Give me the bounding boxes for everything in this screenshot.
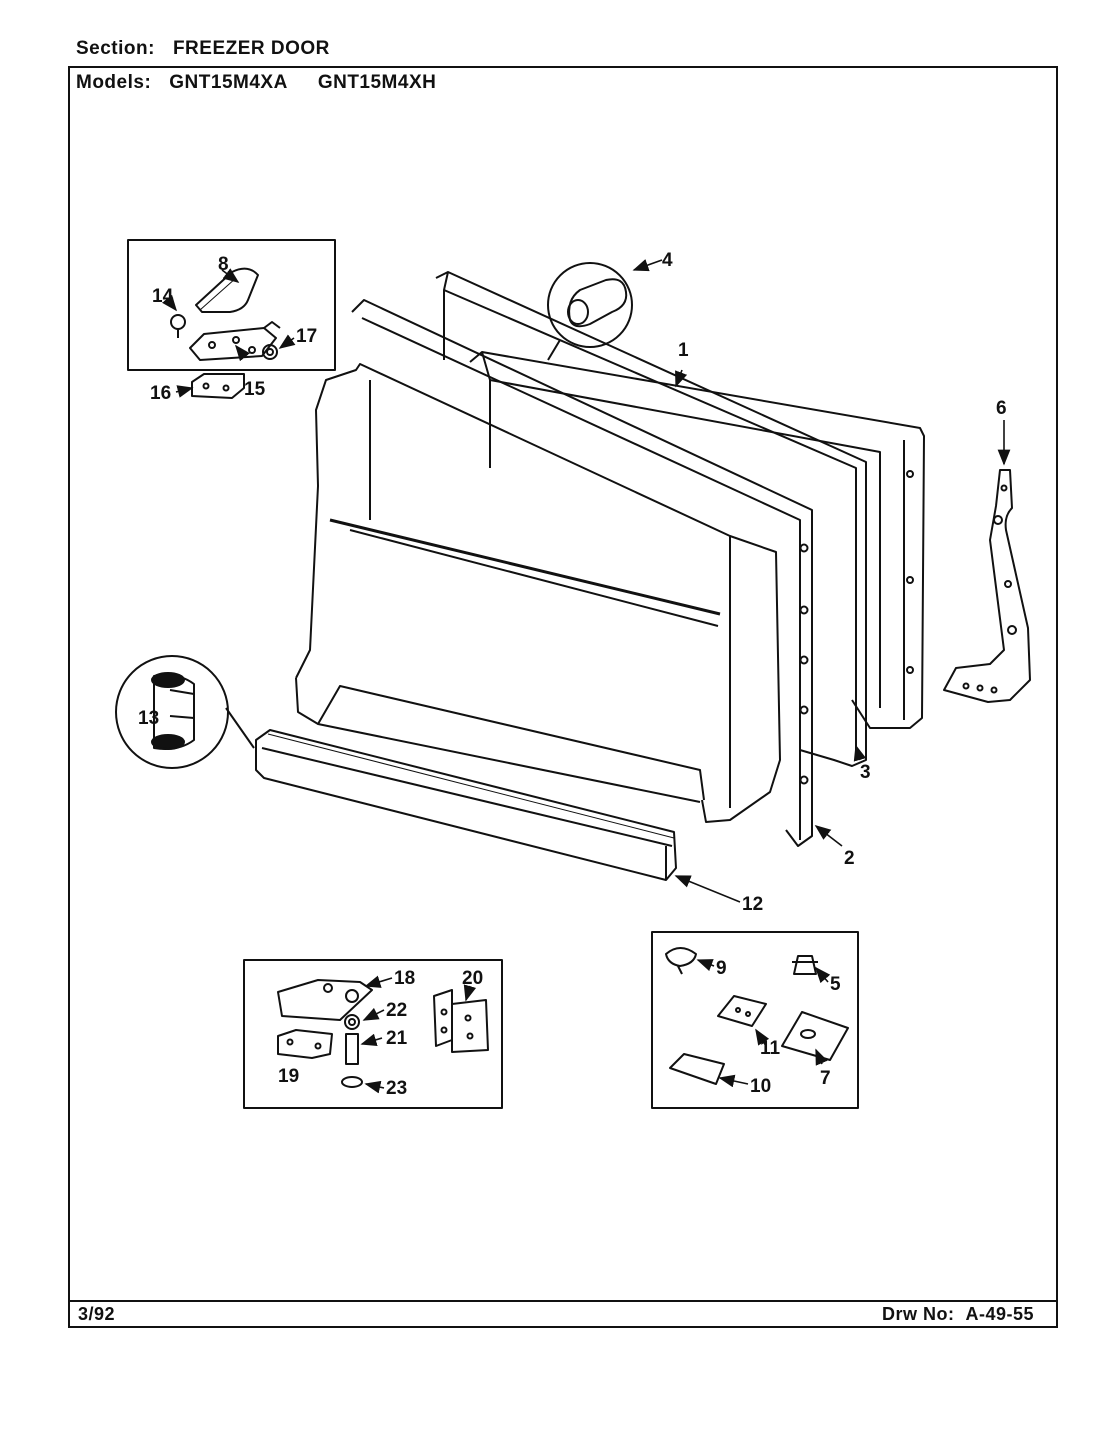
callout-9: 9	[716, 958, 727, 979]
lower-hinge-part	[277, 979, 373, 1021]
drawing-number-value: A-49-55	[965, 1304, 1034, 1324]
callout-16: 16	[150, 383, 171, 404]
hinge-cover-part	[195, 267, 259, 313]
nut-part	[793, 955, 817, 975]
models-label: Models:	[76, 72, 152, 93]
callout-14: 14	[152, 286, 174, 307]
model-number: GNT15M4XH	[317, 72, 437, 93]
fastener-parts-inset	[651, 931, 859, 1109]
callout-13: 13	[138, 708, 159, 729]
callout-22: 22	[386, 1000, 407, 1021]
outer-door-panel	[469, 351, 925, 729]
callout-1: 1	[678, 340, 689, 361]
callout-20: 20	[462, 968, 483, 989]
hinge-spacer-part	[433, 989, 453, 1047]
callout-11: 11	[760, 1038, 781, 1059]
screw-part	[170, 314, 186, 330]
callout-6: 6	[996, 398, 1007, 419]
callout-4: 4	[662, 250, 673, 271]
callout-8: 8	[218, 254, 229, 275]
retainer-part	[669, 1053, 725, 1085]
door-handle-trim	[255, 729, 677, 881]
door-liner	[351, 299, 813, 847]
callout-3: 3	[860, 762, 871, 783]
callout-10: 10	[750, 1076, 771, 1097]
callout-2: 2	[844, 848, 855, 869]
drawing-number: Drw No: A-49-55	[882, 1304, 1034, 1325]
callout-17: 17	[296, 326, 317, 347]
callout-19: 19	[278, 1066, 299, 1087]
shim-part	[191, 373, 245, 399]
clip-cover-part	[781, 1011, 849, 1061]
door-shelf-liner	[315, 363, 781, 823]
callout-5: 5	[830, 974, 841, 995]
callout-7: 7	[820, 1068, 831, 1089]
section-value: FREEZER DOOR	[172, 38, 330, 59]
callout-18: 18	[394, 968, 415, 989]
drawing-date: 3/92	[78, 1304, 116, 1324]
hinge-shim-part	[277, 1029, 333, 1059]
models-header: Models: GNT15M4XA GNT15M4XH	[76, 72, 466, 94]
drawing-frame	[68, 66, 1058, 1328]
section-label: Section:	[76, 38, 155, 59]
hinge-pin-part	[345, 1033, 359, 1065]
clip-part	[717, 995, 767, 1027]
callout-21: 21	[386, 1028, 408, 1049]
footer-divider	[68, 1300, 1058, 1302]
drawing-number-label: Drw No:	[881, 1304, 955, 1324]
hinge-plate-part	[189, 327, 277, 361]
hinge-bracket	[943, 469, 1031, 703]
callout-23: 23	[386, 1078, 407, 1099]
door-stop-magnified	[547, 262, 633, 348]
plug-part	[665, 947, 697, 967]
model-number: GNT15M4XA	[169, 72, 288, 93]
hinge-parts-inset	[127, 239, 336, 371]
washer-part	[262, 344, 278, 360]
lower-hinge-inset	[243, 959, 503, 1109]
door-gasket	[435, 271, 867, 767]
callout-12: 12	[742, 894, 763, 915]
section-header: Section: FREEZER DOOR	[76, 38, 330, 60]
callout-15: 15	[244, 379, 266, 400]
